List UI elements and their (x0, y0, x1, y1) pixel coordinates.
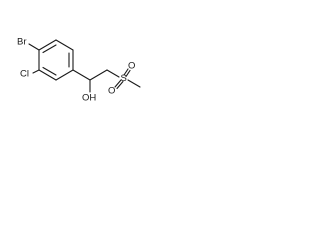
double-bond-sulfur-oxygen-left-a (114, 79, 122, 88)
bond-methylene-sulfur (106, 69, 120, 78)
double-bond-sulfur-oxygen-left-b (116, 80, 124, 90)
ring-bond-c2-c3 (55, 39, 74, 51)
bond-carbinol-methylene (89, 69, 108, 81)
double-bond-sulfur-oxygen-right-b (125, 69, 131, 78)
bond-ring-carbinol (72, 69, 91, 81)
ring-double-bond-c5-c6 (42, 66, 57, 76)
ring-double-bond-c1-c2 (42, 44, 57, 54)
bond-ring-chlorine (32, 69, 40, 74)
benzene-ring (38, 39, 74, 81)
chlorine-atom-label: Cl (20, 69, 29, 80)
bond-ring-bromine (28, 43, 40, 51)
bond-sulfur-methyl (127, 79, 141, 88)
chemical-structure-diagram: Br Cl OH S O O (17, 37, 141, 104)
oxygen-left-atom-label: O (108, 86, 115, 97)
ring-bond-c1-c2 (38, 39, 57, 51)
double-bond-sulfur-oxygen-right-a (123, 68, 129, 76)
oxygen-right-atom-label: O (128, 61, 135, 72)
hydroxyl-atom-label: OH (82, 93, 96, 104)
ring-bond-c5-c6 (38, 69, 57, 81)
sulfur-atom-label: S (121, 73, 127, 84)
ring-bond-c4-c5 (55, 69, 74, 81)
bromine-atom-label: Br (17, 37, 27, 48)
